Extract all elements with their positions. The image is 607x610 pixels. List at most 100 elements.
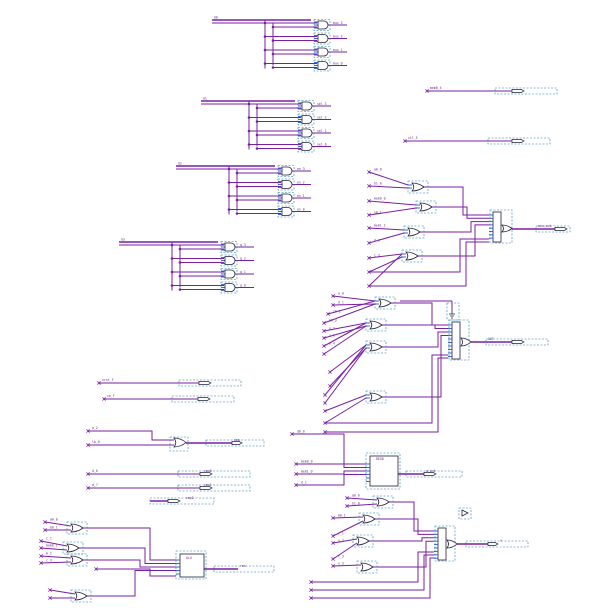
- mux-a-input-wire: [368, 171, 409, 186]
- instance-boundary: [365, 340, 387, 354]
- mux-a-input-label: d_3: [374, 239, 380, 243]
- register-output-label: q_out: [426, 469, 436, 473]
- mux-b-block: [451, 321, 461, 360]
- io-port-symbol: [511, 139, 525, 143]
- instance-boundary: [365, 318, 387, 332]
- mux-a-input-wire: [368, 227, 405, 231]
- gate-output-label: en_1: [297, 194, 305, 198]
- mux-b-gate-route: [382, 331, 448, 348]
- instance-boundary: [485, 338, 549, 346]
- mux-b-input-wire: [329, 344, 367, 373]
- instance-boundary: [313, 46, 331, 58]
- and-gate-symbol: [301, 115, 313, 124]
- mux-c-input-wire: [332, 538, 358, 544]
- mux-a-gate-route: [420, 221, 489, 233]
- cmp-output-label: cmp: [234, 438, 240, 442]
- mux-a-input-label: c_3: [374, 254, 380, 258]
- mux-a-input-wire: [368, 253, 403, 287]
- or-gate-symbol: [66, 543, 80, 553]
- instance-boundary: [175, 550, 207, 580]
- mux-c-input-wire: [346, 497, 378, 501]
- instance-boundary: [220, 254, 238, 267]
- alu-input-wire: [40, 555, 72, 559]
- mux-c-input-wire: [332, 564, 362, 567]
- and-gate-symbol: [281, 166, 293, 176]
- mux-c-input-label: b1_0: [352, 502, 360, 506]
- instance-boundary: [407, 180, 429, 194]
- register-input-label: d0_0: [297, 430, 305, 434]
- and-gate-symbol: [301, 142, 313, 151]
- mux-a-gate-route: [424, 186, 489, 216]
- alu-input-wire: [96, 568, 176, 577]
- io-port-symbol: [199, 486, 213, 490]
- alu-input-wire: [40, 540, 68, 547]
- mux-b-input-wire: [323, 303, 376, 324]
- gate-output-label: q_0: [240, 284, 246, 288]
- instance-boundary: [356, 560, 378, 574]
- mux-b-input-wire: [332, 295, 376, 302]
- alu-gate-route: [83, 559, 176, 568]
- gate-output-label: sel_2: [317, 116, 327, 120]
- mux-c-input-label: u_3: [338, 562, 344, 566]
- bank-input-label: G0: [214, 16, 218, 20]
- or-gate-symbol: [74, 591, 88, 601]
- alu-input-wire: [40, 547, 68, 551]
- mux-a-input-wire: [368, 253, 403, 259]
- register-block-label: REG8: [376, 457, 384, 461]
- or-gate-symbol: [411, 182, 425, 192]
- instance-boundary: [352, 534, 374, 548]
- instance-boundary: [70, 589, 92, 603]
- mux-c-input-wire: [332, 520, 364, 537]
- mux-a-input-label: b1_0: [374, 182, 382, 186]
- port-label: mem0_4: [430, 86, 442, 90]
- or-gate-symbol: [70, 555, 84, 565]
- and-gate-symbol: [301, 128, 313, 138]
- or-gate-symbol: [173, 437, 187, 448]
- instance-boundary: [277, 192, 295, 204]
- or-gate-symbol: [407, 227, 421, 237]
- mux-b-input-label: r0_2: [333, 310, 341, 314]
- mux-a-input-label: mem0_0: [374, 197, 386, 201]
- or-gate-symbol: [369, 320, 383, 330]
- ground-icon: [449, 308, 455, 319]
- register-input-wire: [296, 463, 366, 468]
- component-layer: [62, 19, 571, 603]
- mux-a-block: [492, 211, 502, 243]
- or-gate-symbol: [501, 224, 513, 233]
- gate-output-label: en_2: [297, 181, 305, 185]
- alu-block: [179, 553, 205, 578]
- or-gate-symbol: [460, 337, 472, 347]
- mux-c-gate-route: [373, 540, 434, 568]
- mux-c-input-label: a0_0: [352, 494, 360, 498]
- register-block: [369, 455, 399, 487]
- alu-input-label: c_1: [46, 537, 52, 541]
- cmp-input-wire: [88, 430, 174, 441]
- io-port-symbol: [511, 340, 525, 344]
- instance-boundary: [446, 302, 460, 321]
- instance-boundary: [169, 436, 189, 452]
- mux-a-output-label: mux_out: [538, 224, 552, 228]
- port-label: d_7: [92, 483, 98, 487]
- mux-b-input-wire: [325, 357, 448, 433]
- io-port-symbol: [167, 499, 181, 503]
- instance-boundary: [220, 268, 238, 280]
- alu-block-label: ALU: [186, 556, 192, 560]
- or-gate-symbol: [446, 539, 458, 549]
- or-gate-symbol: [70, 523, 84, 533]
- or-gate-symbol: [362, 514, 376, 524]
- instance-boundary: [149, 497, 215, 505]
- io-port-symbol: [554, 227, 568, 231]
- instance-boundary: [171, 395, 235, 403]
- mux-c-input-wire: [311, 557, 434, 599]
- or-gate-symbol: [378, 298, 392, 308]
- instance-boundary: [494, 87, 558, 95]
- and-gate-symbol: [317, 61, 329, 70]
- register-input-label: d_1: [301, 481, 307, 485]
- and-gate-symbol: [281, 193, 293, 203]
- mux-b-input-label: y_4: [329, 342, 335, 346]
- mux-c-input-wire: [332, 542, 358, 560]
- instance-boundary: [458, 507, 472, 520]
- mux-b-output-label: OUT: [488, 337, 494, 341]
- port-label: ce_F: [107, 394, 115, 398]
- mux-a-input-wire: [369, 238, 489, 273]
